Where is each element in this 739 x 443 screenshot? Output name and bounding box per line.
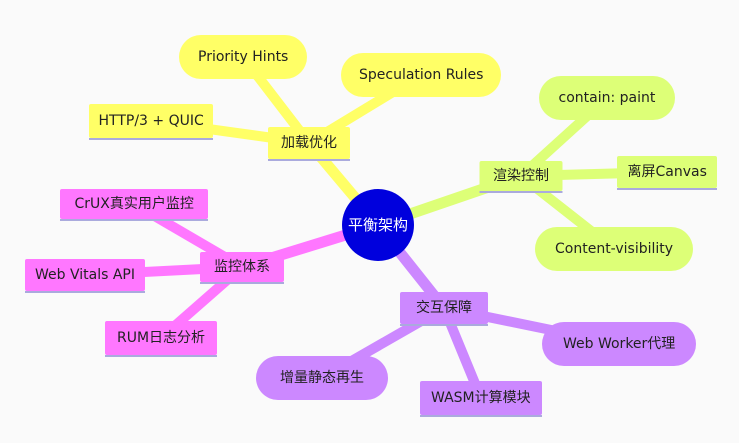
child-label-2-2: 离屏Canvas <box>627 164 707 180</box>
child-node-4-2[interactable] <box>25 259 145 291</box>
branch-node-2[interactable] <box>479 161 563 191</box>
branch-node-4[interactable] <box>200 252 284 282</box>
child-node-4-3[interactable] <box>105 321 217 355</box>
branch-node-1[interactable] <box>268 127 350 159</box>
child-label-4-3: RUM日志分析 <box>117 330 206 346</box>
branch-label-4: 监控体系 <box>214 259 270 275</box>
child-label-1-2: Speculation Rules <box>359 67 484 83</box>
child-node-1-3[interactable] <box>89 104 213 138</box>
child-label-3-3: WASM计算模块 <box>431 390 531 406</box>
branch-label-3: 交互保障 <box>416 300 472 316</box>
child-label-1-1: Priority Hints <box>198 49 289 65</box>
child-node-2-3[interactable] <box>535 227 693 271</box>
child-node-1-1[interactable] <box>179 35 307 79</box>
child-node-4-1[interactable] <box>60 189 208 219</box>
center-label: 平衡架构 <box>348 215 409 234</box>
child-node-3-3[interactable] <box>420 381 542 415</box>
branch-label-2: 渲染控制 <box>493 168 549 184</box>
child-label-3-2: 增量静态再生 <box>280 370 364 386</box>
child-node-1-2[interactable] <box>341 53 501 97</box>
child-node-3-1[interactable] <box>542 322 696 366</box>
child-label-1-3: HTTP/3 + QUIC <box>98 113 204 129</box>
branch-label-1: 加载优化 <box>281 135 337 151</box>
child-label-4-1: CrUX真实用户监控 <box>74 196 194 212</box>
child-node-3-2[interactable] <box>256 356 388 400</box>
child-label-4-2: Web Vitals API <box>35 267 135 283</box>
child-label-3-1: Web Worker代理 <box>563 336 676 352</box>
child-label-2-1: contain: paint <box>558 90 656 106</box>
child-label-2-3: Content-visibility <box>555 241 674 257</box>
child-node-2-1[interactable] <box>539 76 675 120</box>
center-node[interactable] <box>342 189 414 261</box>
branch-node-3[interactable] <box>400 292 488 324</box>
child-node-2-2[interactable] <box>617 156 717 188</box>
